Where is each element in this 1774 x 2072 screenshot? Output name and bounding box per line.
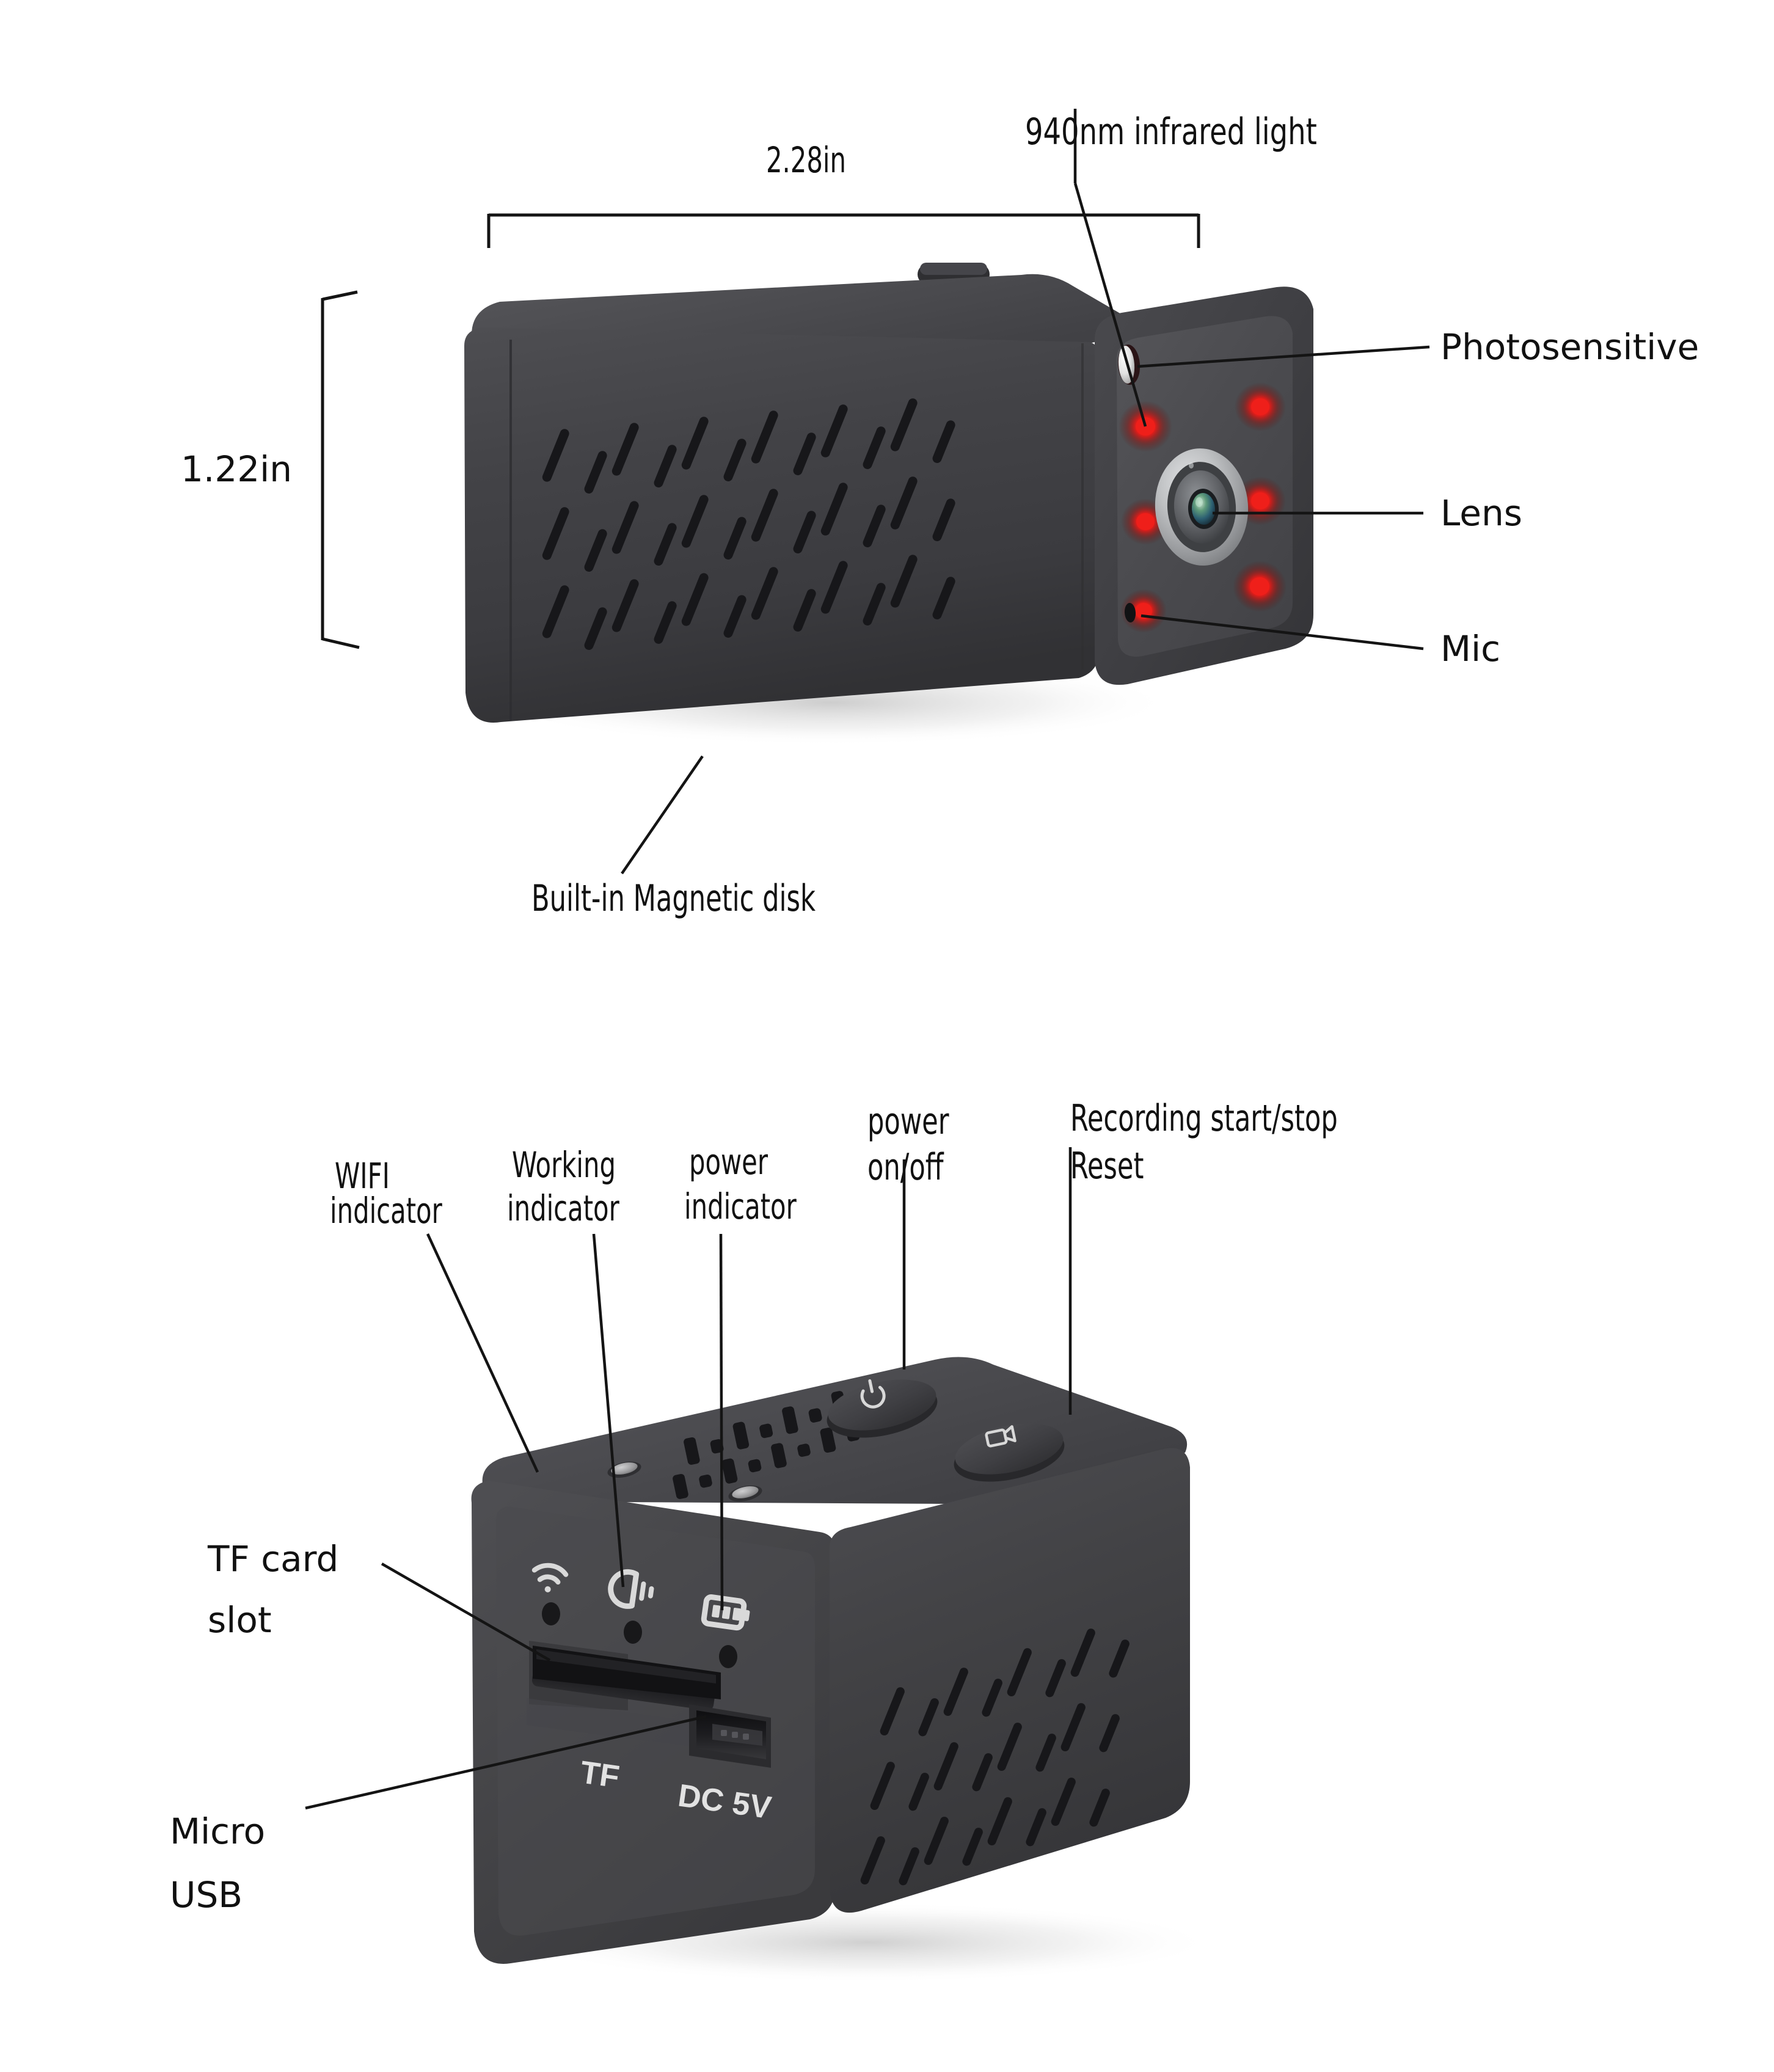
label-working-indicator-line2: indicator	[507, 1187, 619, 1229]
wifi-icon	[531, 1563, 569, 1592]
label-working-indicator-line1: Working	[512, 1144, 616, 1186]
leader-infrared-2	[1073, 183, 1147, 427]
label-recording-line2: Reset	[1070, 1145, 1144, 1187]
tf-port-marking: TF	[578, 1754, 621, 1795]
leader-wifi	[426, 1233, 539, 1473]
leader-lines-bottom	[305, 1147, 1072, 1810]
label-recording-line1: Recording start/stop	[1070, 1097, 1338, 1140]
lens-highlight	[1189, 462, 1194, 469]
leader-mic	[1141, 614, 1424, 651]
label-tf-card-slot-line2: slot	[208, 1599, 272, 1641]
leader-magnetic-disk	[621, 755, 704, 875]
label-micro-usb-line1: Micro	[170, 1811, 266, 1852]
label-power-indicator-line2: indicator	[684, 1186, 797, 1227]
label-photosensitive: Photosensitive	[1440, 326, 1699, 368]
leader-power-indicator	[719, 1233, 724, 1611]
indicator-icons	[531, 1563, 750, 1668]
leader-lines-top	[621, 109, 1430, 875]
record-reset-button	[954, 1423, 1065, 1482]
height-dimension-bracket	[321, 290, 360, 649]
side-vent-pattern	[542, 398, 955, 650]
battery-icon	[701, 1594, 750, 1631]
label-power-onoff-line1: power	[867, 1100, 949, 1143]
label-lens: Lens	[1440, 492, 1522, 534]
leader-micro-usb	[305, 1715, 707, 1810]
power-button-icon	[860, 1379, 886, 1409]
ir-led	[1235, 382, 1286, 431]
record-button-icon	[985, 1425, 1017, 1448]
leader-photosensitive	[1137, 345, 1430, 368]
label-magnetic-disk: Built-in Magnetic disk	[531, 877, 816, 920]
dimension-height-label: 1.22in	[181, 448, 293, 490]
bottom-side-vent-pattern	[860, 1629, 1130, 1886]
dimension-width-label: 2.28in	[766, 139, 846, 181]
top-face-screws	[607, 1461, 762, 1502]
wifi-led-dot	[542, 1602, 560, 1625]
label-mic: Mic	[1440, 628, 1501, 669]
label-wifi-indicator-line1: WIFI	[335, 1155, 390, 1197]
working-status-icon	[608, 1569, 654, 1609]
label-power-onoff-line2: on/off	[867, 1146, 944, 1189]
leader-tf-slot	[381, 1563, 551, 1662]
micro-usb-port	[689, 1704, 771, 1768]
label-wifi-indicator-line2: indicator	[330, 1190, 442, 1231]
top-camera-side-face	[464, 327, 1100, 723]
leader-working	[592, 1233, 625, 1588]
label-power-indicator-line1: power	[689, 1141, 768, 1183]
top-camera-group	[321, 109, 1430, 875]
width-dimension-bracket	[487, 213, 1200, 248]
tf-card-slot	[527, 1641, 725, 1751]
label-tf-card-slot-line1: TF card	[208, 1538, 339, 1580]
label-infrared-light: 940nm infrared light	[1025, 111, 1317, 153]
mic-hole	[1124, 603, 1136, 622]
battery-led-dot	[719, 1645, 737, 1668]
label-micro-usb-line2: USB	[170, 1874, 243, 1916]
ir-led	[1233, 561, 1287, 612]
lens-assembly	[1155, 448, 1249, 566]
power-button	[827, 1379, 938, 1438]
working-led-dot	[624, 1621, 642, 1644]
bottom-camera-group: TF DC 5V	[305, 1147, 1216, 1983]
